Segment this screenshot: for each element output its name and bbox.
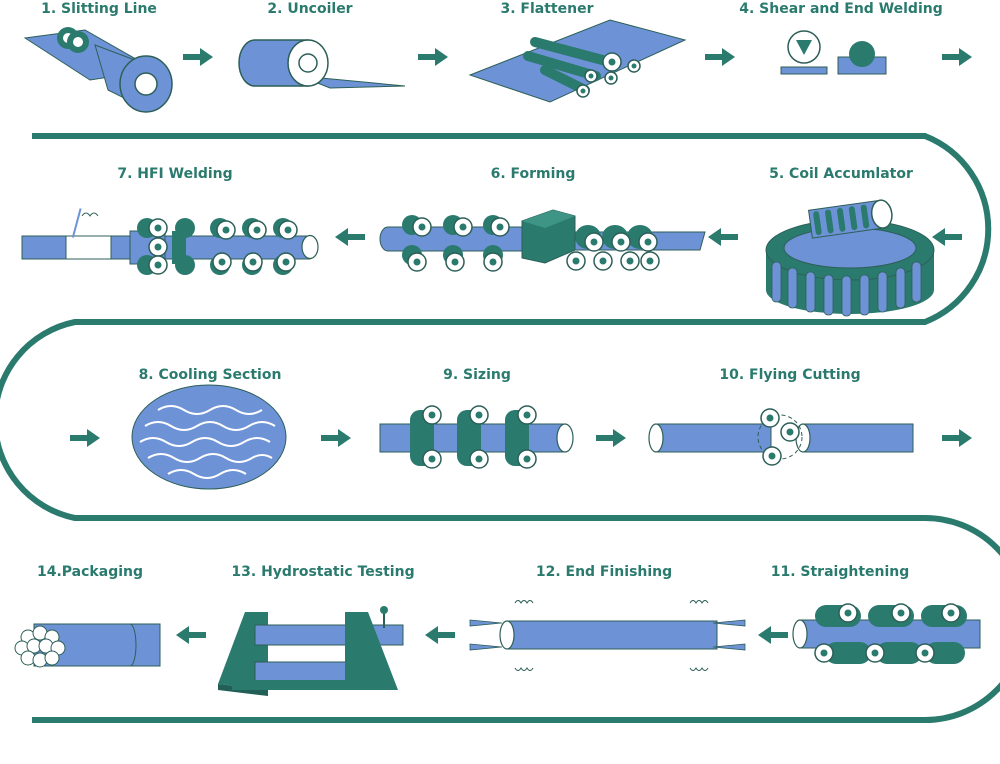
step-5-label: 5. Coil Accumlator [769, 166, 913, 182]
forming-illustration [379, 209, 706, 272]
step-11-label: 11. Straightening [770, 564, 910, 580]
arrow-left-icon [425, 626, 455, 644]
arrow-right-icon [321, 429, 351, 447]
step-7-label: 7. HFI Welding [117, 166, 233, 182]
flow-line [0, 133, 1000, 723]
slitting-line-illustration [23, 27, 173, 113]
coil-accumulator-illustration [765, 199, 935, 317]
packaging-illustration [14, 623, 161, 668]
sizing-illustration [379, 405, 574, 469]
step-9-label: 9. Sizing [443, 367, 511, 383]
uncoiler-illustration [238, 39, 406, 89]
step-14-label: 14.Packaging [37, 564, 143, 580]
step-8-label: 8. Cooling Section [138, 367, 282, 383]
step-12-label: 12. End Finishing [535, 564, 673, 580]
arrow-right-icon [70, 429, 100, 447]
arrow-right-icon [705, 48, 735, 66]
cooling-section-illustration [131, 384, 287, 490]
step-2-label: 2. Uncoiler [267, 1, 353, 17]
arrow-right-icon [942, 48, 972, 66]
flattener-illustration [468, 19, 687, 103]
flying-cutting-illustration [648, 408, 914, 466]
step-6-label: 6. Forming [490, 166, 576, 182]
arrow-right-icon [942, 429, 972, 447]
arrow-left-icon [335, 228, 365, 246]
end-finishing-illustration [469, 600, 746, 671]
step-10-label: 10. Flying Cutting [719, 367, 861, 383]
arrow-right-icon [418, 48, 448, 66]
arrow-left-icon [176, 626, 206, 644]
hydrostatic-testing-illustration [218, 606, 404, 696]
step-1-label: 1. Slitting Line [41, 1, 157, 17]
shear-welding-illustration [780, 30, 887, 75]
step-13-label: 13. Hydrostatic Testing [231, 564, 415, 580]
hfi-welding-illustration [21, 208, 319, 275]
arrow-right-icon [596, 429, 626, 447]
step-3-label: 3. Flattener [500, 1, 594, 17]
straightening-illustration [792, 603, 981, 664]
arrow-left-icon [708, 228, 738, 246]
arrow-left-icon [932, 228, 962, 246]
step-4-label: 4. Shear and End Welding [739, 1, 943, 17]
arrow-right-icon [183, 48, 213, 66]
arrow-left-icon [758, 626, 788, 644]
